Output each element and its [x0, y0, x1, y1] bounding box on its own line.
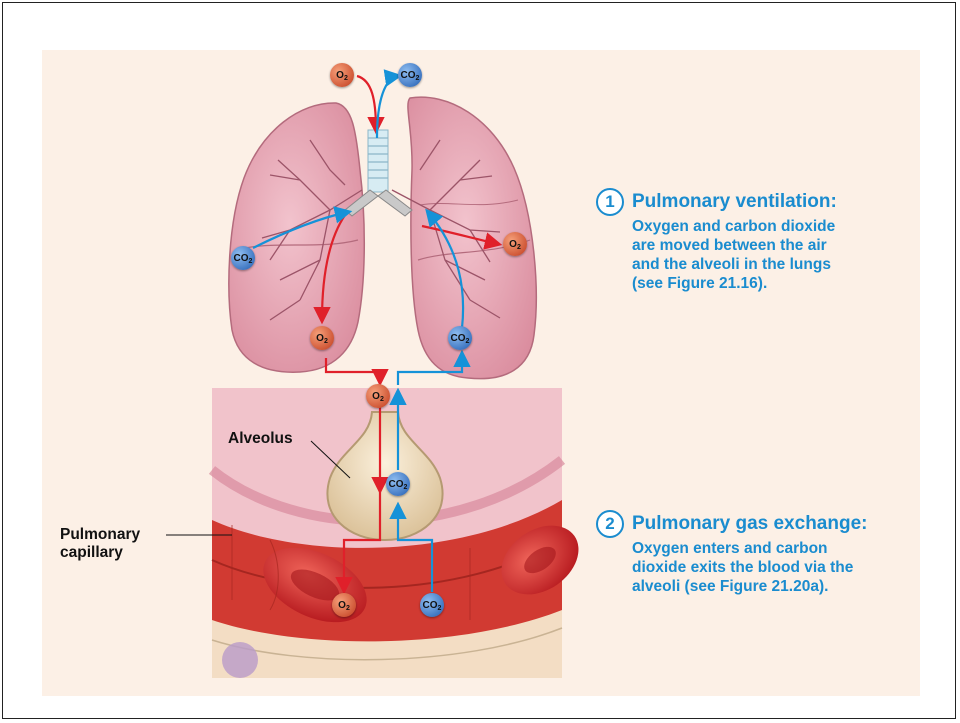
- step-gas-exchange: 2 Pulmonary gas exchange: Oxygen enters a…: [596, 510, 867, 596]
- step-number-badge: 1: [596, 188, 624, 216]
- left-lung: [229, 103, 364, 372]
- step-line: (see Figure 21.16).: [632, 274, 837, 293]
- step-description: Oxygen and carbon dioxide are moved betw…: [632, 217, 837, 293]
- step-line: Oxygen and carbon dioxide: [632, 217, 837, 236]
- step-line: dioxide exits the blood via the: [632, 558, 867, 577]
- step-ventilation: 1 Pulmonary ventilation: Oxygen and carbo…: [596, 188, 837, 293]
- step-title: Pulmonary gas exchange:: [632, 513, 867, 534]
- step-line: alveoli (see Figure 21.20a).: [632, 577, 867, 596]
- step-line: and the alveoli in the lungs: [632, 255, 837, 274]
- step-title: Pulmonary ventilation:: [632, 191, 837, 212]
- step-line: Oxygen enters and carbon: [632, 539, 867, 558]
- capillary-label-line1: Pulmonary: [60, 526, 140, 544]
- capillary-label-line2: capillary: [60, 544, 140, 562]
- alveolus-label: Alveolus: [228, 430, 293, 448]
- pulmonary-capillary-label: Pulmonary capillary: [60, 526, 140, 562]
- step-description: Oxygen enters and carbon dioxide exits t…: [632, 539, 867, 596]
- step-line: are moved between the air: [632, 236, 837, 255]
- trachea: [368, 130, 388, 192]
- step-number-badge: 2: [596, 510, 624, 538]
